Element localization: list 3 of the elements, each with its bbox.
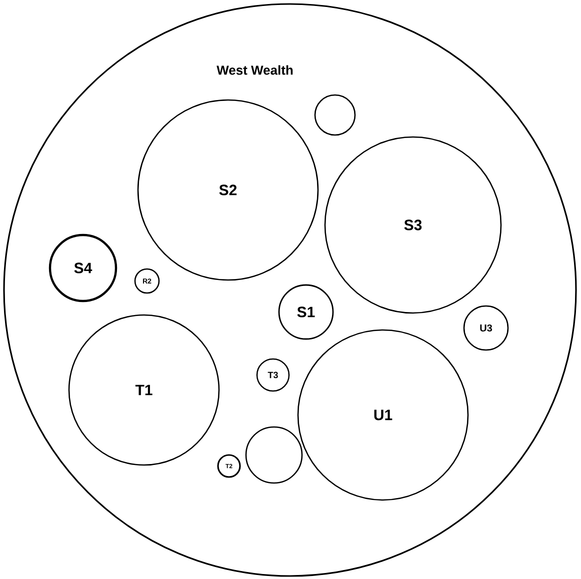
region-title: West Wealth xyxy=(216,65,293,75)
empty-circle xyxy=(245,426,303,484)
empty-circle xyxy=(314,94,356,136)
